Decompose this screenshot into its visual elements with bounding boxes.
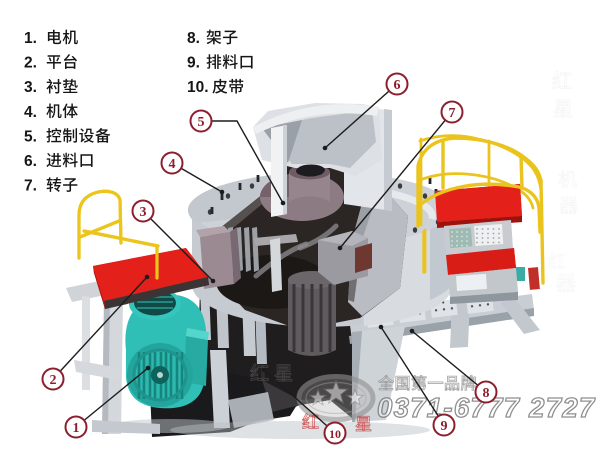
svg-text:1: 1 (73, 421, 80, 436)
svg-text:5: 5 (198, 115, 205, 130)
svg-text:9: 9 (441, 419, 448, 434)
svg-text:8.: 8. (187, 30, 200, 47)
svg-text:6.: 6. (24, 153, 37, 170)
svg-text:1.: 1. (24, 30, 37, 47)
svg-text:10.: 10. (187, 79, 209, 96)
svg-text:3.: 3. (24, 79, 37, 96)
svg-text:9.: 9. (187, 55, 200, 72)
svg-text:2.: 2. (24, 55, 37, 72)
svg-text:2: 2 (50, 373, 57, 388)
svg-text:3: 3 (140, 205, 147, 220)
svg-text:4.: 4. (24, 104, 37, 121)
svg-text:10: 10 (329, 427, 341, 441)
svg-text:4: 4 (169, 157, 176, 172)
svg-text:5.: 5. (24, 128, 37, 145)
svg-text:8: 8 (483, 386, 490, 401)
svg-text:7.: 7. (24, 178, 37, 195)
svg-text:7: 7 (449, 106, 456, 121)
svg-text:6: 6 (394, 78, 401, 93)
